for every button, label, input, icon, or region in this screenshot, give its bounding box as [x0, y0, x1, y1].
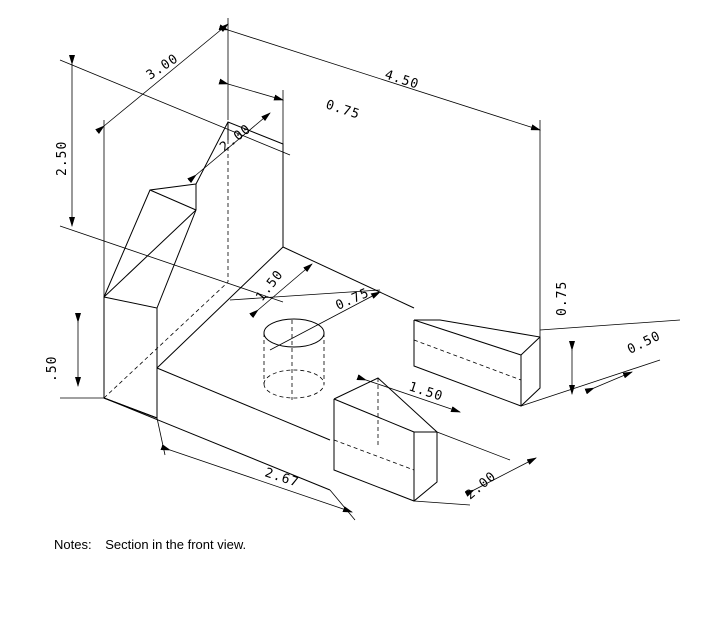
- extension-lines: [59, 18, 681, 521]
- dim-slot-width: 1.50: [407, 380, 445, 405]
- dim-total-length: 4.50: [383, 68, 421, 93]
- dim-hole-diameter: 0.75: [334, 286, 372, 314]
- notes: Notes: Section in the front view.: [54, 537, 246, 552]
- dim-slot-offset: 0.75: [324, 98, 362, 123]
- dim-right-height: 0.75: [555, 281, 570, 316]
- dim-hole-position: 1.50: [253, 267, 287, 304]
- dim-total-height: 2.50: [55, 141, 70, 176]
- dim-front-depth: 2.00: [463, 469, 500, 503]
- dim-front-length: 2.67: [263, 466, 301, 491]
- dim-base-height: .50: [45, 356, 60, 382]
- object-outline: [103, 121, 541, 502]
- notes-label: Notes:: [54, 537, 92, 552]
- hidden-lines: [103, 140, 522, 471]
- notes-text: Section in the front view.: [105, 537, 247, 552]
- dimension-lines: [69, 23, 633, 513]
- dim-right-offset: 0.50: [625, 329, 663, 358]
- dim-top-width: 3.00: [144, 51, 182, 83]
- dimension-texts: 4.50 0.75 3.00 2.50 2.00 1.50 0.75 .50 0…: [45, 51, 663, 503]
